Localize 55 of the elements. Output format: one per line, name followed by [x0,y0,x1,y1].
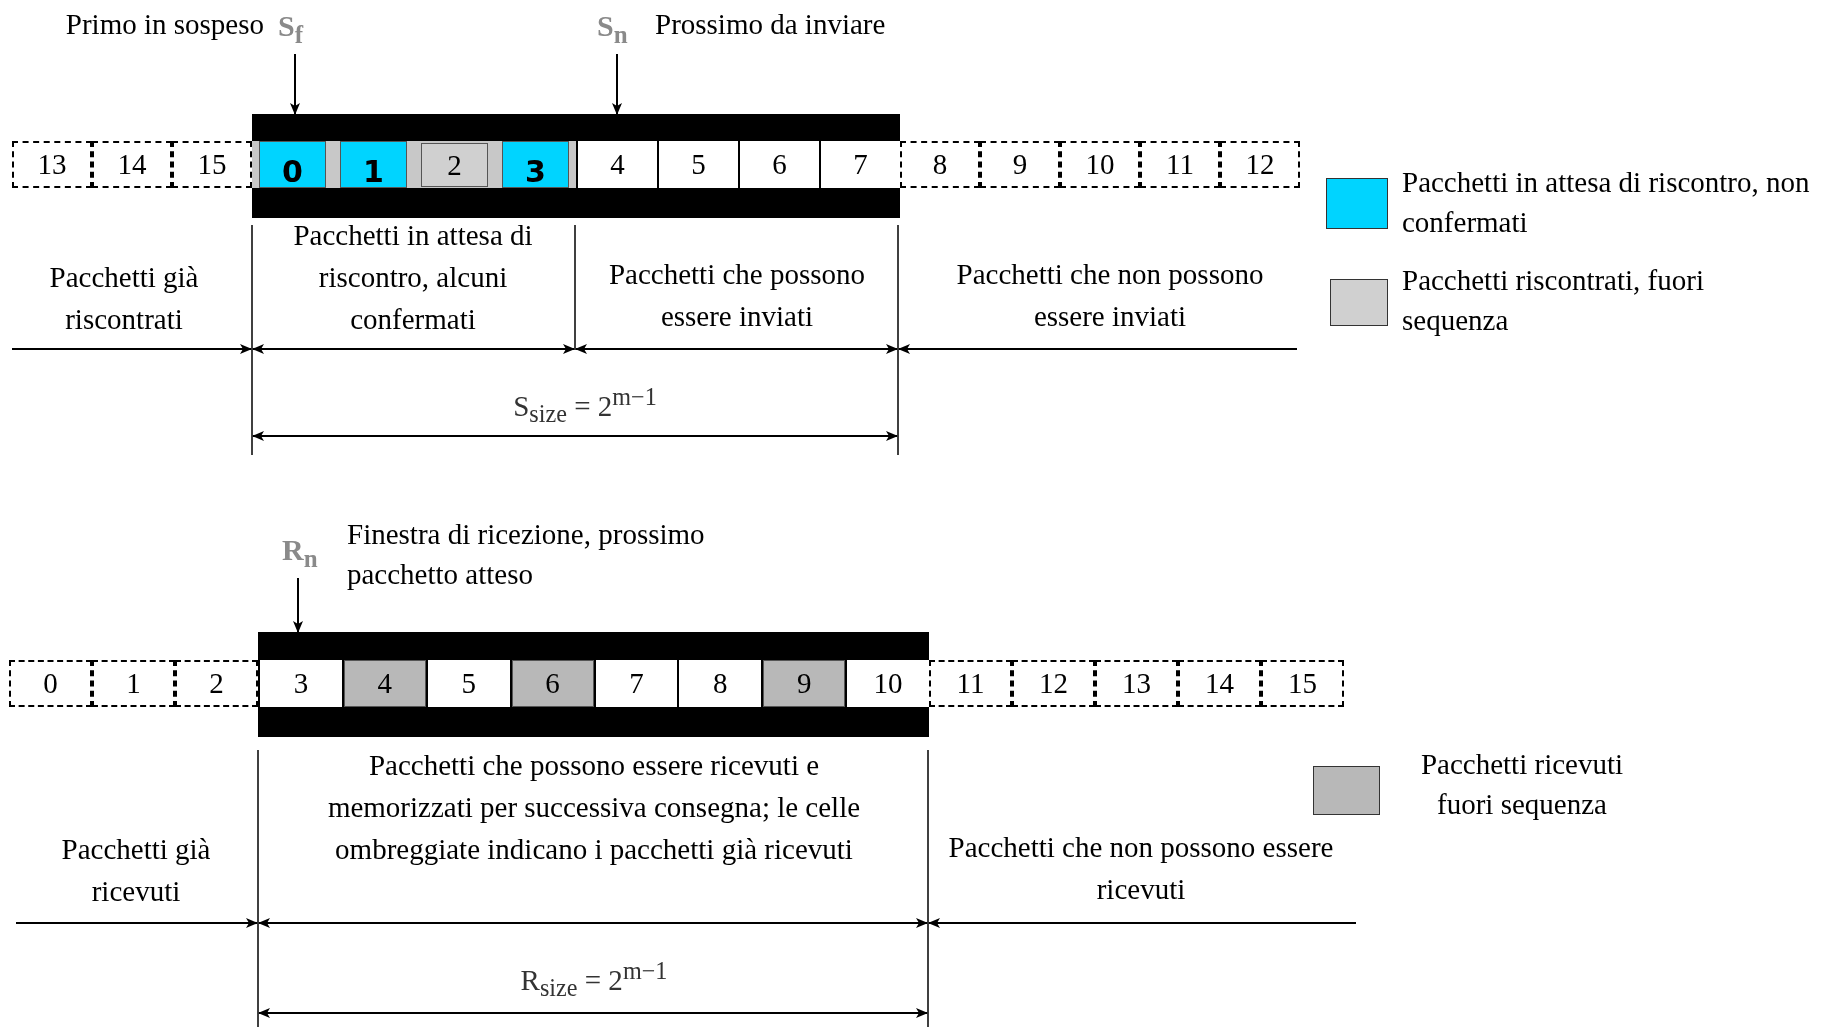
sequence-number-cell: 0 [9,660,92,707]
range-caption: Pacchetti già ricevuti [60,832,212,909]
range-caption: Pacchetti che possono essere ricevuti e memorizzati per successiva consegna; le celle ombreggiate indicano i pacchetti già ricevuti [326,748,862,867]
pointer-caption: Prossimo da inviare [655,7,887,42]
pointer-caption: Finestra di ricezione, prossimo pacchetto atteso [347,517,706,592]
sequence-number-cell: 11 [1140,141,1220,188]
range-caption: Pacchetti già riscontrati [48,260,200,337]
sequence-number-cell: 13 [1095,660,1178,707]
sequence-number-cell: 3 [260,660,342,707]
legend-text: Pacchetti ricevuti fuori sequenza [1419,747,1625,822]
pointer-arrow [612,53,622,115]
pointer-label: S$_{f}$ [278,6,316,50]
sequence-number-cell: 10 [847,660,929,707]
shaded-sequence-cell: 4 [343,660,426,707]
window-frame [258,632,929,737]
range-caption: Pacchetti che possono essere inviati [607,257,867,334]
shaded-sequence-cell: 2 [421,143,488,187]
sequence-number-cell: 15 [1261,660,1344,707]
sequence-number-cell: 5 [659,141,738,188]
sequence-number-cell: 5 [427,660,510,707]
sequence-number-cell: 12 [1220,141,1300,188]
sequence-number-cell: 1 [92,660,175,707]
sequence-number-cell: 8 [679,660,762,707]
pointer-arrow [290,53,300,115]
range-caption: Pacchetti che non possono essere ricevuti [947,830,1335,907]
sequence-number-cell: 7 [821,141,900,188]
sequence-number-cell: 10 [1060,141,1140,188]
window-size-formula: S$_{size}$ = 2$^{m−1}$ [512,382,658,430]
shaded-sequence-cell: 9 [763,660,846,707]
window-frame [252,114,900,218]
sequence-number-cell: 12 [1012,660,1095,707]
sequence-number-cell: 14 [1178,660,1261,707]
sequence-number-cell: 13 [12,141,92,188]
sequence-number-cell: 14 [92,141,172,188]
sequence-number-cell: 15 [172,141,252,188]
legend-text: Pacchetti in attesa di riscontro, non confermati [1402,165,1811,240]
pointer-label: S$_{n}$ [597,6,641,50]
shaded-sequence-cell: 6 [511,660,594,707]
window-size-formula: R$_{size}$ = 2$^{m−1}$ [519,956,669,1004]
pointer-arrow [293,577,303,633]
sequence-number-cell: 2 [175,660,258,707]
pointer-caption: Primo in sospeso [64,7,264,42]
shaded-sequence-cell: 0 [259,141,326,188]
range-caption: Pacchetti in attesa di riscontro, alcuni confermati [292,218,534,337]
sequence-number-cell: 9 [980,141,1060,188]
legend-text: Pacchetti riscontrati, fuori sequenza [1402,263,1705,338]
sequence-number-cell: 7 [595,660,678,707]
sequence-number-cell: 4 [578,141,657,188]
pointer-label: R$_{n}$ [282,530,328,574]
shaded-sequence-cell: 1 [340,141,407,188]
shaded-sequence-cell: 3 [502,141,569,188]
sequence-number-cell: 11 [929,660,1012,707]
sequence-number-cell: 8 [900,141,980,188]
sequence-number-cell: 6 [740,141,819,188]
range-caption: Pacchetti che non possono essere inviati [955,257,1265,334]
